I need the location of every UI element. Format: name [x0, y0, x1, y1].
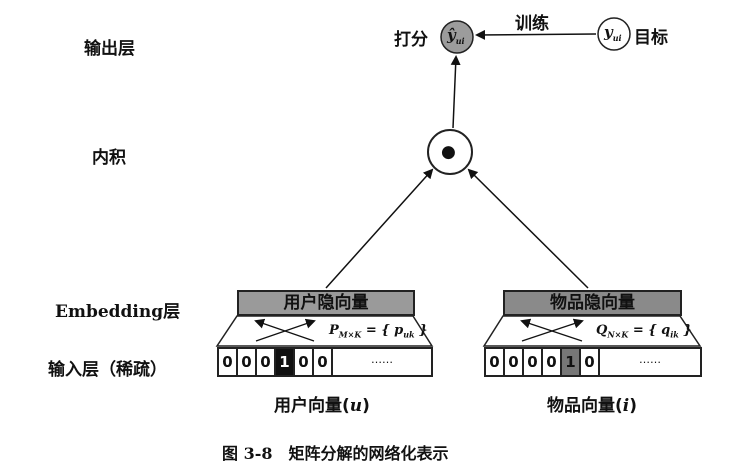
item-cell: 0 — [524, 349, 543, 375]
train-label: 训练 — [515, 14, 549, 34]
item-cell: 0 — [505, 349, 524, 375]
user-embedding-bar: 用户隐向量 — [237, 290, 415, 316]
user-cell: 0 — [219, 349, 238, 375]
item-cell: 0 — [543, 349, 562, 375]
item-cell: 0 — [486, 349, 505, 375]
inner-product-dot: ● — [441, 142, 456, 162]
figure-caption: 图 3-8 矩阵分解的网络化表示 — [222, 444, 449, 463]
target-node — [597, 17, 631, 51]
user-sparse-vector: 0 0 0 1 0 0 …… — [217, 347, 433, 377]
item-vector-label: 物品向量(i) — [547, 396, 638, 416]
user-to-inner-arrow — [325, 168, 434, 289]
item-matrix-label: QN×K = { qik } — [596, 323, 692, 340]
item-sparse-vector: 0 0 0 0 1 0 …… — [484, 347, 702, 377]
score-symbol: ŷui — [447, 26, 465, 46]
user-cell: 0 — [238, 349, 257, 375]
user-cell: 0 — [295, 349, 314, 375]
train-arrow — [475, 29, 597, 40]
item-to-inner-arrow — [467, 168, 589, 289]
item-embedding-trapezoid — [482, 315, 702, 347]
user-cell: 0 — [257, 349, 276, 375]
target-symbol: yui — [604, 23, 622, 43]
item-cell-active: 1 — [562, 349, 581, 375]
user-matrix-label: PM×K = { puk } — [329, 323, 428, 340]
target-label: 目标 — [634, 28, 668, 48]
item-cell-ellipsis: …… — [639, 353, 661, 366]
output-layer-label: 输出层 — [84, 39, 135, 59]
user-embedding-trapezoid — [215, 315, 434, 347]
user-vector-label: 用户向量(u) — [274, 396, 370, 416]
item-cell: 0 — [581, 349, 600, 375]
embedding-layer-label: Embedding层 — [55, 302, 181, 322]
user-cross-arrow-b — [255, 318, 316, 342]
item-cross-arrow-b — [521, 318, 584, 342]
inner-to-score-arrow — [450, 55, 461, 129]
score-node — [440, 20, 474, 54]
user-cell-active: 1 — [276, 349, 295, 375]
score-label: 打分 — [394, 30, 428, 50]
user-cell-ellipsis: …… — [371, 353, 393, 366]
inner-product-layer-label: 内积 — [92, 148, 126, 168]
inner-product-node — [427, 129, 473, 175]
user-cell: 0 — [314, 349, 333, 375]
item-embedding-bar: 物品隐向量 — [503, 290, 682, 316]
input-layer-label: 输入层（稀疏） — [48, 360, 167, 380]
